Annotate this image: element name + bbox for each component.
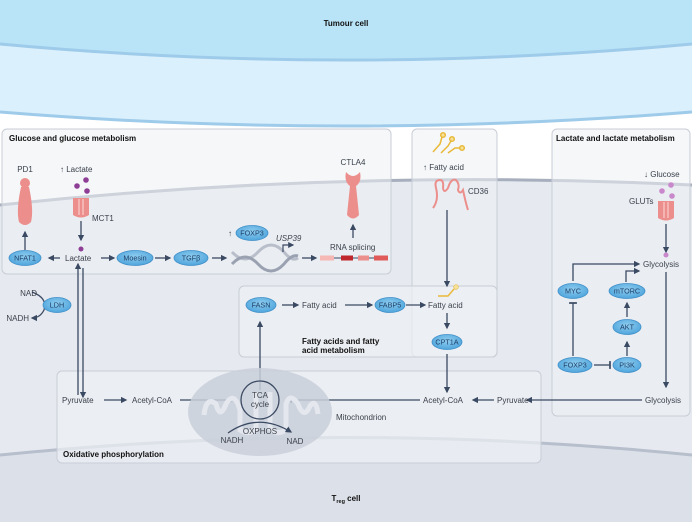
nad-label: NAD [20, 289, 37, 298]
tumour-cell: Tumour cell [0, 0, 692, 128]
pyruvate-right-label: Pyruvate [497, 396, 529, 405]
mrna-exons-icon [320, 255, 388, 261]
mct1-label: MCT1 [92, 214, 114, 223]
mct1-transporter-icon [73, 198, 89, 218]
protein-myc: MYC [557, 283, 589, 299]
panel-title-glucose: Glucose and glucose metabolism [9, 134, 136, 143]
tumour-cell-label: Tumour cell [324, 19, 369, 28]
lactate-molecules-icon [74, 177, 90, 194]
tca-label-1: TCA [252, 391, 269, 400]
lactate-molecule-icon [78, 246, 84, 252]
fatty-acid-label-1: Fatty acid [302, 301, 337, 310]
svg-text:Moesin: Moesin [123, 254, 146, 263]
acetyl-coa-left-label: Acetyl-CoA [132, 396, 173, 405]
glycolysis-bottom-label: Glycolysis [645, 396, 681, 405]
usp39-label: USP39 [276, 234, 302, 243]
svg-text:CPT1A: CPT1A [435, 338, 458, 347]
protein-foxp3-right: FOXP3 [557, 357, 593, 373]
nadh-label: NADH [6, 314, 29, 323]
foxp3-up-arrow: ↑ [228, 229, 232, 238]
protein-akt: AKT [612, 319, 642, 335]
mitochondrion-icon [188, 368, 332, 456]
protein-ldh: LDH [42, 297, 72, 313]
fatty-acid-up-label: ↑ Fatty acid [423, 163, 464, 172]
svg-text:TGFβ: TGFβ [182, 254, 201, 263]
svg-text:NFAT1: NFAT1 [14, 254, 36, 263]
tca-label-2: cycle [251, 400, 270, 409]
lactate-up-label: ↑ Lactate [60, 165, 93, 174]
gluts-transporter-icon [658, 201, 674, 221]
svg-text:FASN: FASN [252, 301, 271, 310]
fatty-acid-molecules-icon [432, 131, 466, 154]
cd36-label: CD36 [468, 187, 489, 196]
mitochondrion-label: Mitochondrion [336, 413, 386, 422]
protein-fabp5: FABP5 [374, 297, 406, 313]
rna-splicing-label: RNA splicing [330, 243, 375, 252]
glycolysis-top-label: Glycolysis [643, 260, 679, 269]
protein-mtorc: mTORC [608, 283, 646, 299]
glucose-molecule-icon [663, 252, 669, 258]
cd36-receptor-icon [432, 178, 469, 211]
svg-text:MYC: MYC [565, 287, 581, 296]
nadh-mito-label: NADH [221, 436, 244, 445]
protein-nfat1: NFAT1 [8, 250, 42, 266]
fatty-acid-label-2: Fatty acid [428, 301, 463, 310]
ctla4-label: CTLA4 [341, 158, 366, 167]
treg-cell-label: Treg cell [331, 494, 360, 505]
panel-title-oxphos: Oxidative phosphorylation [63, 450, 164, 459]
nad-mito-label: NAD [287, 437, 304, 446]
dna-helix-icon [230, 243, 299, 273]
svg-text:mTORC: mTORC [614, 287, 640, 296]
svg-text:FOXP3: FOXP3 [240, 229, 264, 238]
panel-glucose [1, 128, 392, 275]
protein-foxp3-top: FOXP3 [235, 225, 269, 241]
protein-pi3k: PI3K [612, 357, 642, 373]
oxphos-arrow [227, 421, 293, 434]
glucose-down-label: ↓ Glucose [644, 170, 680, 179]
protein-cpt1a: CPT1A [431, 334, 463, 350]
fatty-acid-molecule-icon [438, 284, 459, 297]
tca-cycle-icon [240, 380, 280, 420]
panel-title-lactate: Lactate and lactate metabolism [556, 134, 675, 143]
svg-text:LDH: LDH [50, 301, 64, 310]
ctla4-receptor-icon [345, 172, 361, 219]
svg-text:FABP5: FABP5 [379, 301, 401, 310]
gluts-label: GLUTs [629, 197, 653, 206]
protein-fasn: FASN [245, 297, 277, 313]
glucose-molecules-icon [659, 182, 675, 199]
panel-title-fatty-1: Fatty acids and fatty [302, 337, 380, 346]
svg-text:PI3K: PI3K [619, 361, 635, 370]
svg-text:FOXP3: FOXP3 [563, 361, 587, 370]
protein-tgfb: TGFβ [173, 250, 209, 266]
oxphos-label: OXPHOS [243, 427, 277, 436]
pyruvate-left-label: Pyruvate [62, 396, 94, 405]
panel-title-fatty-2: acid metabolism [302, 346, 365, 355]
pd1-label: PD1 [17, 165, 33, 174]
lactate-label: Lactate [65, 254, 92, 263]
acetyl-coa-right-label: Acetyl-CoA [423, 396, 464, 405]
panel-lactate [551, 128, 691, 417]
protein-moesin: Moesin [116, 250, 154, 266]
svg-text:AKT: AKT [620, 323, 635, 332]
transcription-start-icon [282, 242, 295, 252]
pd1-receptor-icon [17, 178, 33, 225]
